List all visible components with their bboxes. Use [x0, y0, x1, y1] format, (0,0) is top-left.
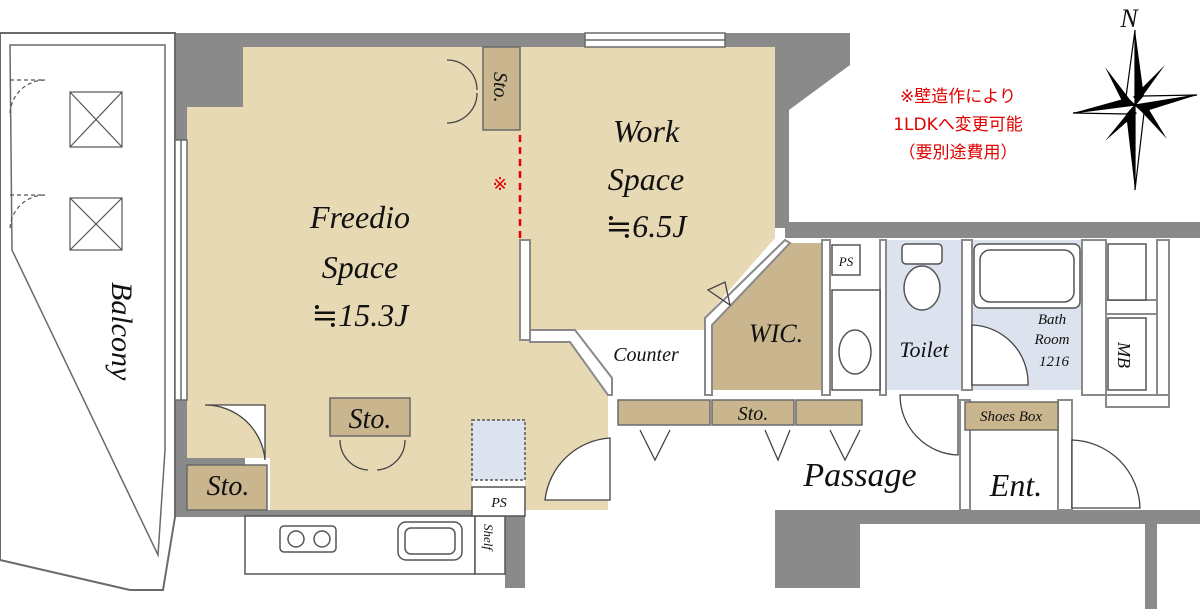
bath-label-2: Room [1034, 332, 1070, 348]
toilet-tank [901, 243, 943, 265]
note-line-1: ※壁造作により [900, 87, 1016, 107]
labels: Balcony Freedio Space ≒15.3J Work Space … [105, 72, 1134, 552]
freedio-label-1: Freedio [309, 199, 410, 235]
inner-walls [519, 238, 1170, 511]
passage-label: Passage [802, 457, 916, 494]
sto-passage-2 [711, 399, 795, 426]
fridge [471, 419, 526, 481]
toilet-bowl [903, 265, 941, 311]
toilet-floor [886, 240, 962, 390]
bath-label-3: 1216 [1039, 354, 1070, 370]
sto-left [186, 464, 268, 511]
note-line-3: （要別途費用） [899, 143, 1018, 163]
fixtures [831, 243, 1147, 391]
sto-top-label: Sto. [489, 72, 511, 103]
sto-passage-1 [617, 399, 711, 426]
wic-floor [712, 243, 822, 390]
sto-left-label: Sto. [207, 471, 250, 502]
work-label-2: Space [608, 161, 684, 197]
sto-center-label: Sto. [349, 404, 392, 435]
shoes-box-label: Shoes Box [980, 409, 1042, 425]
toilet-label: Toilet [899, 337, 949, 362]
shelf-label: Shelf [481, 524, 496, 552]
sto-center [329, 397, 411, 437]
compass-icon: N [1072, 4, 1198, 191]
balcony-label: Balcony [105, 282, 138, 381]
work-label-1: Work [613, 113, 680, 149]
windows [174, 32, 726, 401]
freedio-label-3: ≒15.3J [311, 297, 410, 333]
balcony [0, 32, 176, 591]
counter-label: Counter [613, 344, 679, 366]
work-floor [520, 47, 775, 330]
doors [204, 59, 1141, 509]
sto-passage-3 [795, 399, 863, 426]
sto-top [482, 46, 521, 131]
freedio-label-2: Space [322, 249, 398, 285]
note-line-2: 1LDKへ変更可能 [893, 115, 1023, 135]
renovation-note: ※壁造作により 1LDKへ変更可能 （要別途費用） [893, 87, 1023, 163]
ps-kitchen-label: PS [490, 496, 507, 511]
ps-toilet-label: PS [838, 254, 854, 269]
floors [187, 47, 1082, 510]
storage-units [186, 46, 1059, 511]
sto-passage-label: Sto. [738, 403, 769, 425]
work-label-3: ≒6.5J [605, 208, 688, 244]
bath-label-1: Bath [1038, 312, 1066, 328]
compass-north-label: N [1119, 4, 1139, 33]
shoes-box-unit [964, 401, 1059, 431]
mb-label: MB [1114, 341, 1134, 368]
partition-marker: ※ [492, 174, 507, 195]
freedio-floor [187, 47, 608, 510]
entrance-label: Ent. [989, 467, 1042, 503]
wic-label: WIC. [749, 319, 803, 348]
kitchen [244, 419, 526, 575]
